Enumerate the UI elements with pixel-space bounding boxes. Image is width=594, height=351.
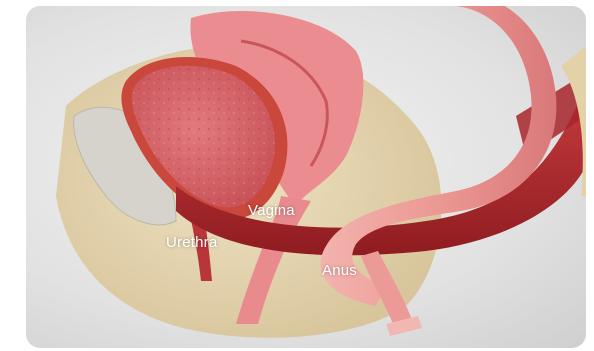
illustration-frame: Vagina Urethra Anus (26, 6, 586, 348)
anus-label: Anus (322, 262, 357, 279)
pelvic-anatomy-illustration (26, 6, 586, 348)
vagina-label: Vagina (248, 202, 295, 219)
urethra-label: Urethra (166, 234, 217, 251)
